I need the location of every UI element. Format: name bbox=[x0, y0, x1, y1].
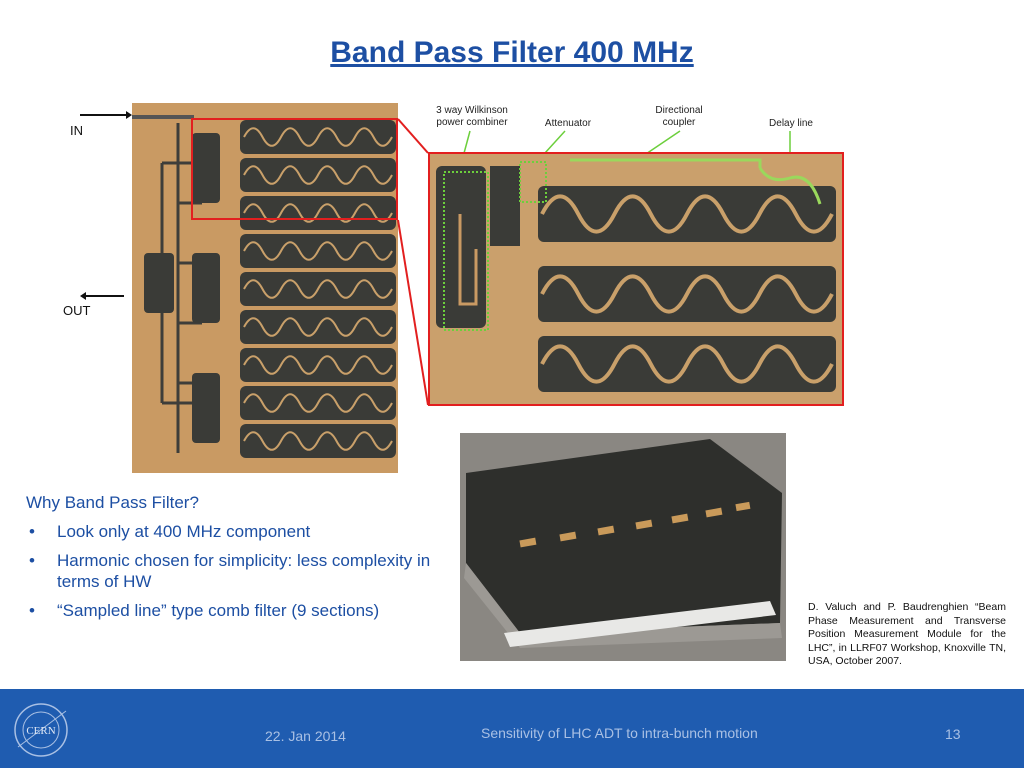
bullet-item: “Sampled line” type comb filter (9 secti… bbox=[26, 600, 446, 621]
out-label: OUT bbox=[63, 303, 91, 318]
reference-citation: D. Valuch and P. Baudrenghien “Beam Phas… bbox=[808, 601, 1006, 667]
in-label: IN bbox=[70, 123, 83, 138]
callout-coupler: Directional coupler bbox=[655, 105, 703, 128]
pcb-zoom-detail-image bbox=[428, 152, 844, 406]
bullet-item: Harmonic chosen for simplicity: less com… bbox=[26, 550, 446, 592]
slide-title: Band Pass Filter 400 MHz bbox=[330, 36, 694, 69]
bullet-item: Look only at 400 MHz component bbox=[26, 521, 446, 542]
highlight-box bbox=[191, 118, 398, 220]
footer-talk-title: Sensitivity of LHC ADT to intra-bunch mo… bbox=[481, 725, 758, 741]
footer-page-number: 13 bbox=[945, 726, 961, 742]
bullet-heading: Why Band Pass Filter? bbox=[26, 493, 199, 512]
filter-enclosure-photo bbox=[460, 433, 786, 661]
pcb-filter-board-image bbox=[132, 103, 398, 473]
footer-bar: CERN 22. Jan 2014 Sensitivity of LHC ADT… bbox=[0, 689, 1024, 768]
logo-text: CERN bbox=[26, 725, 55, 737]
footer-date: 22. Jan 2014 bbox=[265, 728, 346, 744]
callout-delay-line: Delay line bbox=[769, 118, 813, 129]
callout-attenuator: Attenuator bbox=[544, 118, 592, 129]
bullet-list: Why Band Pass Filter? Look only at 400 M… bbox=[26, 493, 446, 629]
callout-wilkinson: 3 way Wilkinson power combiner bbox=[436, 105, 508, 128]
cern-logo-icon: CERN bbox=[14, 703, 68, 757]
